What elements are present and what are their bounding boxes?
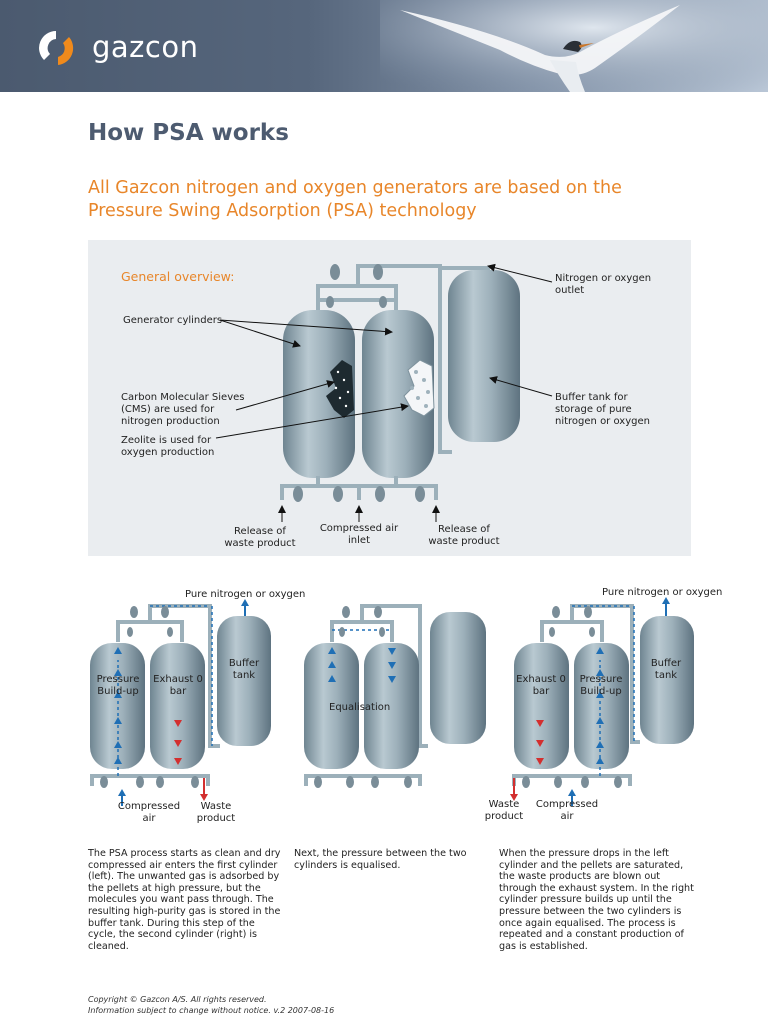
step3-buffer-label: Buffer tank — [650, 658, 682, 681]
step3-right-cylinder-label: Pressure Build-up — [579, 674, 623, 697]
step2-equalisation-label: Equalisation — [329, 702, 391, 713]
gazcon-logo-icon — [39, 31, 74, 65]
label-release-left: Release of waste product — [224, 526, 296, 549]
step1-description: The PSA process starts as clean and dry … — [88, 848, 281, 952]
header-banner: gazcon — [0, 0, 768, 92]
step3-description: When the pressure drops in the left cyli… — [499, 848, 694, 952]
overview-buffer-tank — [448, 270, 520, 442]
overview-cylinder-left — [283, 310, 355, 478]
step2-description: Next, the pressure between the two cylin… — [294, 848, 467, 871]
overview-heading: General overview: — [121, 269, 235, 284]
footer-copyright: Copyright © Gazcon A/S. All rights reser… — [88, 995, 267, 1004]
label-release-right: Release of waste product — [428, 524, 500, 547]
step1-top-label: Pure nitrogen or oxygen — [185, 589, 306, 600]
overview-valves — [326, 264, 387, 308]
step3-diagram — [510, 597, 694, 806]
label-buffer-tank: Buffer tank for storage of pure nitrogen… — [555, 392, 650, 427]
label-air-inlet: Compressed air inlet — [319, 523, 399, 546]
label-generator-cylinders: Generator cylinders — [123, 315, 223, 326]
step1-left-cylinder-label: Pressure Build-up — [96, 674, 140, 697]
label-zeolite: Zeolite is used for oxygen production — [121, 435, 215, 458]
step3-bottom-right-label: Compressed air — [535, 799, 599, 822]
page-title: How PSA works — [88, 120, 289, 146]
step3-bottom-left-label: Waste product — [484, 799, 524, 822]
bird-photo — [380, 0, 768, 92]
footer: Copyright © Gazcon A/S. All rights reser… — [88, 995, 334, 1016]
step1-right-cylinder-label: Exhaust 0 bar — [153, 674, 203, 697]
footer-notice: Information subject to change without no… — [88, 1005, 335, 1015]
cms-cutaway — [326, 360, 354, 418]
step1-bottom-right-label: Waste product — [196, 801, 236, 824]
overview-bottom-valves — [293, 486, 425, 502]
intro-text: All Gazcon nitrogen and oxygen generator… — [88, 178, 622, 221]
step1-buffer-label: Buffer tank — [228, 658, 260, 681]
step3-left-cylinder-label: Exhaust 0 bar — [516, 674, 566, 697]
step2-diagram — [304, 604, 486, 788]
step1-bottom-left-label: Compressed air — [117, 801, 181, 824]
zeolite-dots — [410, 370, 430, 408]
cms-dots — [334, 370, 350, 408]
label-cms: Carbon Molecular Sieves (CMS) are used f… — [121, 392, 245, 427]
brand-name: gazcon — [92, 30, 199, 64]
overview-bottom-pipes — [280, 476, 438, 500]
step3-top-label: Pure nitrogen or oxygen — [602, 587, 723, 598]
step1-diagram — [90, 599, 271, 806]
overview-pointers — [215, 263, 553, 522]
overview-cylinder-right — [362, 310, 434, 478]
label-outlet: Nitrogen or oxygen outlet — [555, 273, 652, 296]
